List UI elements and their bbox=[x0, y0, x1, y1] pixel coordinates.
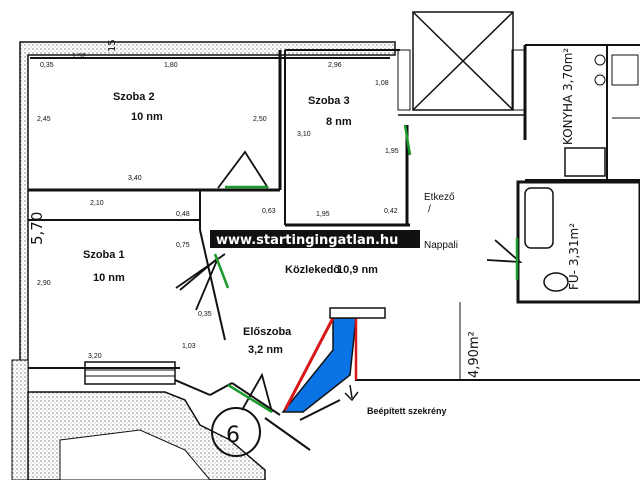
watermark-bar bbox=[210, 230, 420, 248]
dim-label: 1,03 bbox=[182, 343, 196, 350]
label-szoba-3: Szoba 3 bbox=[308, 95, 350, 107]
label-eloszoba: Előszoba bbox=[243, 326, 292, 338]
dim-label: 0,75 bbox=[176, 242, 190, 249]
area-szoba-2: 10 nm bbox=[131, 111, 163, 123]
dim-label: 2,50 bbox=[253, 116, 267, 123]
hand-dim-570: 5,70 bbox=[28, 212, 46, 245]
dim-label: 0,48 bbox=[176, 211, 190, 218]
dim-label: 1,08 bbox=[375, 80, 389, 87]
room-szoba-1 bbox=[28, 190, 226, 341]
dim-label: 2,96 bbox=[328, 62, 342, 69]
hand-number-6: 6 bbox=[226, 423, 240, 448]
room-szoba-2 bbox=[28, 50, 286, 225]
area-eloszoba: 3,2 nm bbox=[248, 344, 283, 356]
label-etkezo: Etkező bbox=[424, 192, 455, 203]
outer-walls bbox=[11, 41, 396, 480]
separator-slash: / bbox=[428, 204, 431, 215]
hand-dim-490: 4,90m² bbox=[467, 331, 482, 378]
area-szoba-1: 10 nm bbox=[93, 272, 125, 284]
watermark: www.startingingatlan.hu bbox=[216, 233, 398, 248]
dim-label: 2,45 bbox=[37, 116, 51, 123]
hand-furdo: FÜ- 3,31m² bbox=[565, 223, 581, 290]
dim-label: 3,20 bbox=[88, 353, 102, 360]
dimension-labels: 0,35 1,52 1,80 2,96 1,08 2,45 2,50 3,10 … bbox=[37, 53, 399, 360]
room-labels: Szoba 2 10 nm Szoba 3 8 nm Szoba 1 10 nm… bbox=[83, 91, 458, 416]
dim-label: 0,63 bbox=[262, 208, 276, 215]
handwritten-notes: 5,70 KONYHA 3,70m² FÜ- 3,31m² 4,90m² 6 1… bbox=[28, 39, 581, 448]
label-szoba-1: Szoba 1 bbox=[83, 249, 125, 261]
dim-label: 3,40 bbox=[128, 175, 142, 182]
dim-label: 1,80 bbox=[164, 62, 178, 69]
dim-label: 1,95 bbox=[385, 148, 399, 155]
dim-label: 1,52 bbox=[72, 53, 86, 60]
green-markers bbox=[213, 124, 519, 414]
hand-konyha: KONYHA 3,70m² bbox=[561, 48, 575, 145]
circled-label-6 bbox=[211, 407, 261, 457]
area-kozlekedo: 10,9 nm bbox=[337, 264, 378, 276]
dim-label: 2,90 bbox=[37, 280, 51, 287]
label-kozlekedo: Közlekedő bbox=[285, 264, 340, 276]
dim-label: 2,10 bbox=[90, 200, 104, 207]
bottom-wall bbox=[28, 302, 640, 385]
kitchen-area bbox=[523, 44, 640, 181]
area-szoba-3: 8 nm bbox=[326, 116, 352, 128]
dim-label: 0,42 bbox=[384, 208, 398, 215]
label-beepitett-szekreny: Beépített szekrény bbox=[367, 406, 447, 416]
dim-label: 3,10 bbox=[297, 131, 311, 138]
label-nappali: Nappali bbox=[424, 240, 458, 251]
label-szoba-2: Szoba 2 bbox=[113, 91, 155, 103]
dim-label: 0,35 bbox=[198, 311, 212, 318]
built-in-wardrobe bbox=[281, 307, 386, 413]
dim-label: 1,95 bbox=[316, 211, 330, 218]
hand-dim-15: 15 bbox=[107, 39, 118, 52]
stairwell bbox=[397, 11, 525, 116]
dim-label: 0,35 bbox=[40, 62, 54, 69]
